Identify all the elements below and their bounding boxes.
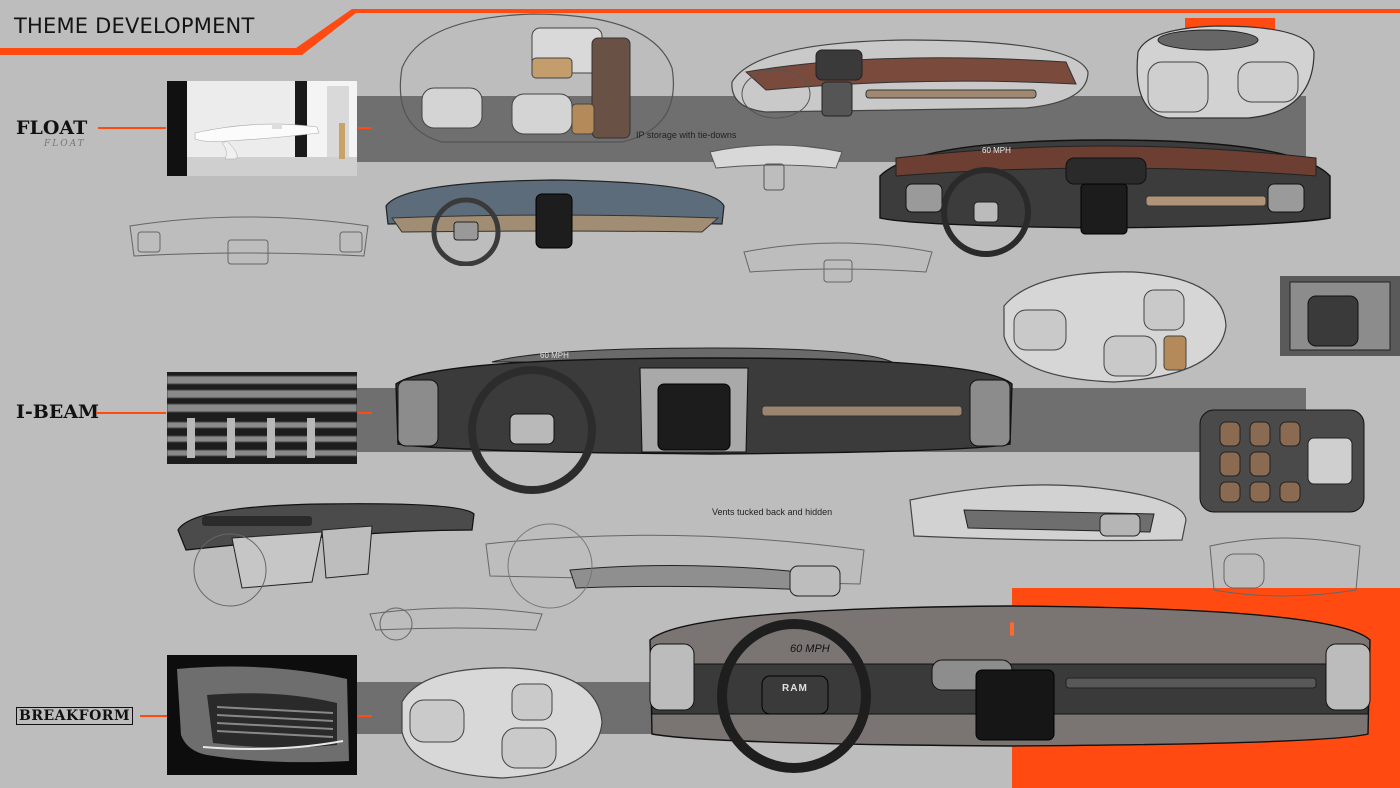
float-dash-brown-sketch — [731, 39, 1089, 119]
dash-right-perspective-sketch — [909, 484, 1187, 542]
ibeam-photo-tick — [358, 412, 372, 414]
annotation-vents: Vents tucked back and hidden — [712, 507, 833, 517]
annotation-speed-main: 60 MPH — [790, 643, 830, 655]
float-dash-wire-center-sketch — [743, 242, 933, 283]
connector-line-breakform — [140, 715, 168, 717]
breakform-cabin-sketch — [401, 667, 603, 779]
theme-subtitle-float: FLOAT — [44, 139, 86, 149]
ibeam-reference-photo — [167, 372, 357, 464]
float-cabin-topdown-sketch — [399, 13, 674, 143]
float-dash-blue-sketch — [385, 179, 725, 266]
ibeam-dash-main-sketch — [395, 347, 1013, 494]
theme-label-breakform: BREAKFORM — [16, 707, 133, 725]
ibeam-seats-topdown-sketch — [1199, 409, 1365, 513]
ibeam-cabin-perspective-sketch — [1003, 271, 1227, 383]
dash-angled-console-sketch — [177, 503, 475, 607]
dash-wire-swept-sketch — [485, 523, 865, 609]
float-seat-topdown-sketch — [1136, 25, 1315, 119]
annotation-speed-ibeam: 60 MPH — [540, 351, 569, 360]
float-dash-wire-left-sketch — [129, 216, 369, 265]
connector-line-float — [98, 127, 166, 129]
annotation-ip-storage: IP storage with tie-downs — [636, 130, 737, 140]
float-dash-large-sketch — [879, 139, 1331, 257]
theme-label-float: FLOAT — [16, 117, 88, 139]
annotation-brand-logo: RAM — [782, 683, 808, 694]
dash-wire-tiny-sketch — [369, 607, 543, 641]
seat-wire-small-sketch — [1209, 537, 1361, 597]
connector-line-ibeam — [96, 412, 166, 414]
page-title: THEME DEVELOPMENT — [14, 14, 255, 38]
header-swoosh — [0, 9, 1400, 55]
float-reference-photo — [167, 81, 357, 176]
theme-label-ibeam: I-BEAM — [16, 401, 100, 423]
breakform-dash-main-sketch — [649, 605, 1371, 773]
ibeam-console-detail-sketch — [1280, 276, 1400, 356]
float-dash-wire-small-sketch — [709, 144, 843, 191]
float-photo-tick — [358, 127, 372, 129]
annotation-speed-float: 60 MPH — [982, 146, 1011, 155]
breakform-reference-photo — [167, 655, 357, 775]
breakform-photo-tick — [358, 715, 372, 717]
